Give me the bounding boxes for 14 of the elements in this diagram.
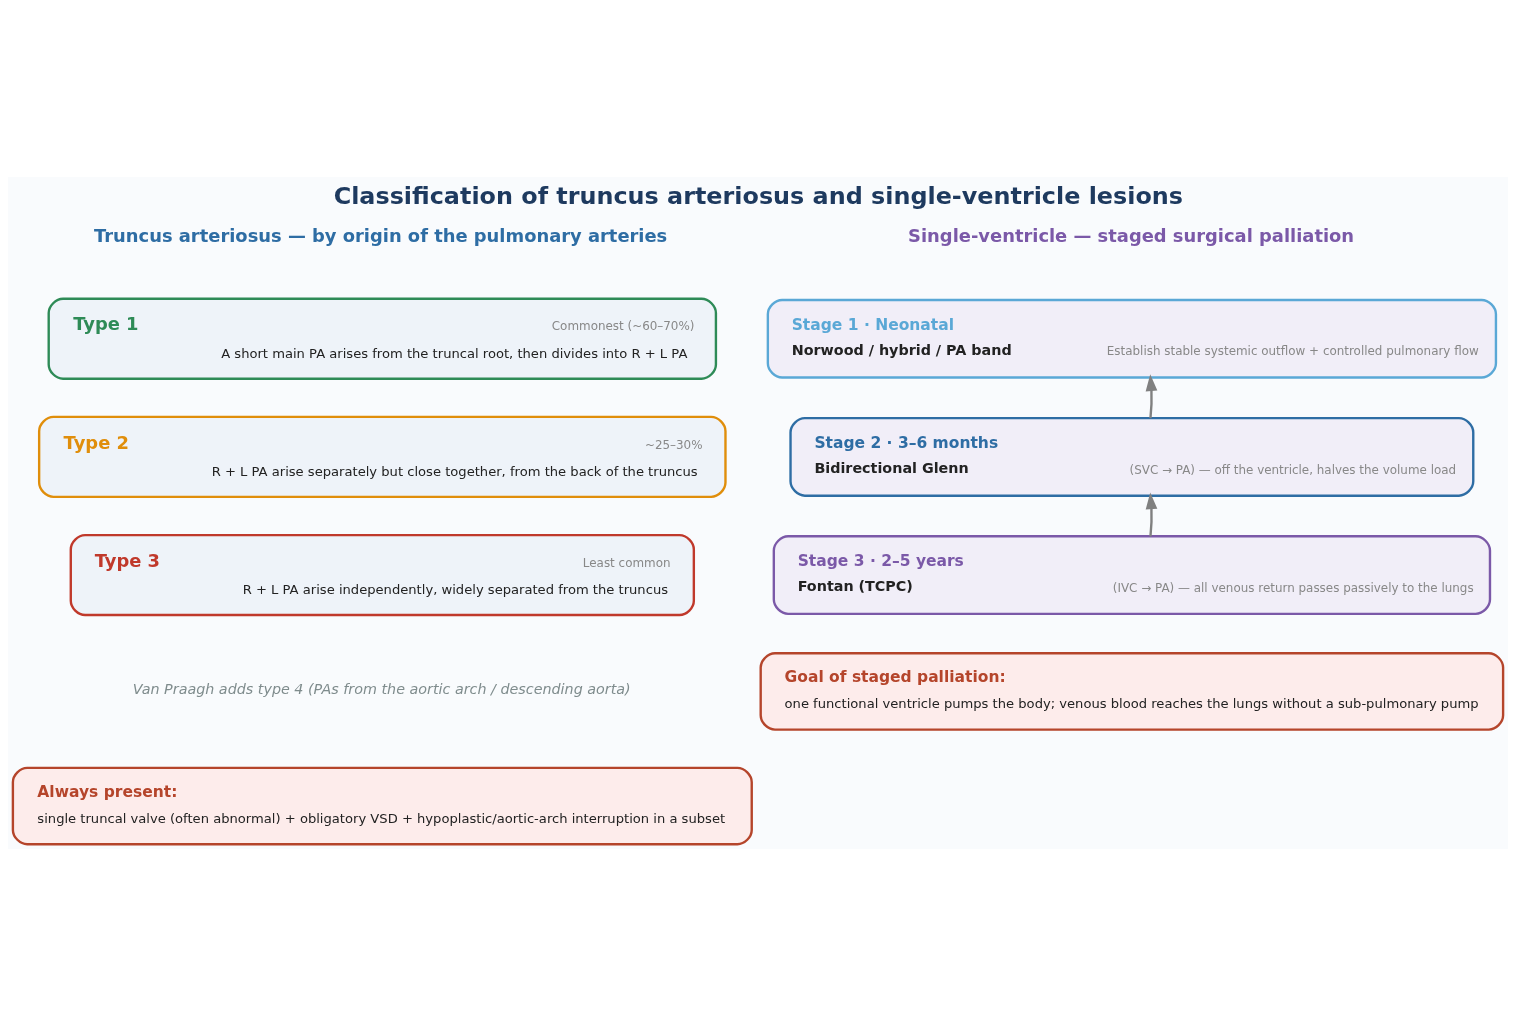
node-box: Goal of staged palliation: one functional ventricle pumps the body; venous blood reaches the lungs without a sub-pulmonary pump: [759, 652, 1505, 731]
label: Truncus arteriosus — by origin of the pulmonary arteries: [94, 225, 668, 247]
node-box: Type 1 Commonest (~60–70%) A short main PA arises from the truncal root, then divides into R + L PA: [47, 297, 718, 380]
node-box: Type 2 ~25–30% R + L PA arise separately but close together, from the back of the truncus: [37, 415, 727, 499]
arrow: [1145, 374, 1158, 419]
arrow: [1145, 492, 1158, 537]
node-box: Stage 3 · 2–5 years Fontan (TCPC) (IVC → PA) — all venous return passes passively to the lungs: [772, 535, 1492, 616]
label: Van Praagh adds type 4 (PAs from the aortic arch / descending aorta): [132, 680, 631, 697]
node-box: Type 3 Least common R + L PA arise independently, widely separated from the truncus: [69, 533, 696, 617]
node-box: Always present: single truncal valve (often abnormal) + obligatory VSD + hypoplastic/aortic-arch interruption in a subset: [11, 766, 753, 846]
diagram-title: Classification of truncus arteriosus and single-ventricle lesions: [333, 182, 1183, 211]
node-box: Stage 2 · 3–6 months Bidirectional Glenn (SVC → PA) — off the ventricle, halves the volume load: [789, 416, 1475, 497]
node-box: Stage 1 · Neonatal Norwood / hybrid / PA band Establish stable systemic outflow + controlled pulmonary flow: [766, 298, 1498, 379]
label: Single-ventricle — staged surgical palliation: [908, 225, 1355, 247]
